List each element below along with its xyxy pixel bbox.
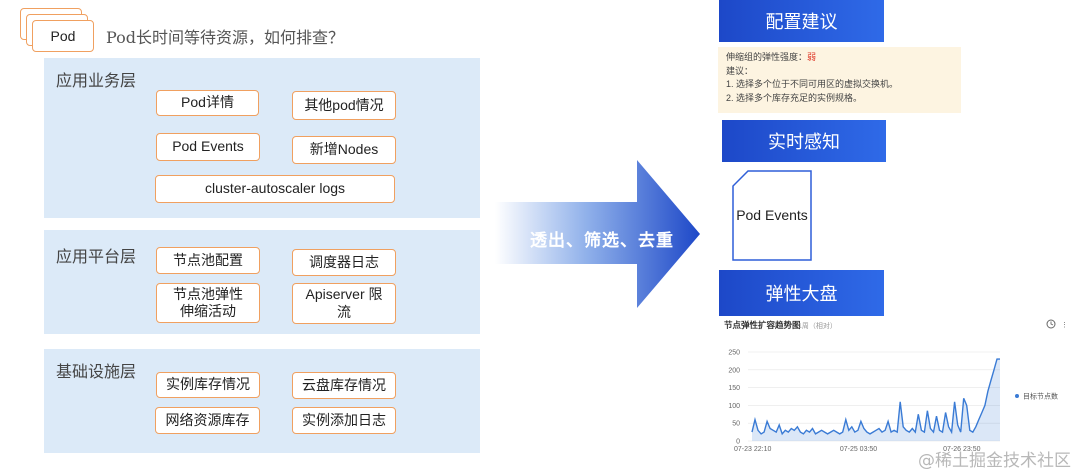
pod-icon-stack: Pod <box>20 8 100 54</box>
x-tick-label: 07-25 03:50 <box>840 446 877 453</box>
tag-network-stock: 网络资源库存 <box>155 407 260 434</box>
layer-title: 应用业务层 <box>56 71 137 90</box>
layer-app-business: 应用业务层 Pod详情 其他pod情况 Pod Events 新增Nodes c… <box>44 58 480 218</box>
tag-pod-events: Pod Events <box>156 133 260 161</box>
more-icon[interactable]: ⋮ <box>1061 322 1068 329</box>
watermark: @稀土掘金技术社区 <box>918 451 1071 471</box>
layer-title: 基础设施层 <box>56 362 137 381</box>
config-banner: 配置建议 <box>719 0 884 42</box>
y-tick-label: 100 <box>728 403 740 410</box>
advice-item: 2. 选择多个库存充足的实例规格。 <box>726 92 863 103</box>
pod-label: Pod <box>32 20 94 52</box>
tag-instance-add-logs: 实例添加日志 <box>292 407 396 434</box>
x-tick-label: 07-26 23:50 <box>943 446 980 453</box>
tag-other-pods: 其他pod情况 <box>292 91 396 120</box>
chart-title: 节点弹性扩容趋势图 <box>724 320 801 330</box>
tag-pod-details: Pod详情 <box>156 90 259 116</box>
tag-scheduler-logs: 调度器日志 <box>292 249 396 276</box>
strength-label: 伸缩组的弹性强度： <box>726 52 808 62</box>
suggestion-box: 伸缩组的弹性强度：弱 建议： 1. 选择多个位于不同可用区的虚拟交换机。 2. … <box>718 47 961 113</box>
tag-apiserver-throttle: Apiserver 限流 <box>292 283 396 324</box>
y-tick-label: 200 <box>728 367 740 374</box>
layer-title: 应用平台层 <box>56 247 137 266</box>
advice-item: 1. 选择多个位于不同可用区的虚拟交换机。 <box>726 79 899 89</box>
legend-label: 目标节点数 <box>1023 392 1058 401</box>
legend-marker <box>1015 394 1019 398</box>
dashboard-banner: 弹性大盘 <box>719 270 884 316</box>
x-tick-label: 07-23 22:10 <box>734 446 771 453</box>
y-tick-label: 0 <box>736 439 740 446</box>
realtime-banner: 实时感知 <box>722 120 886 162</box>
tag-nodepool-scaling-activity: 节点池弹性伸缩活动 <box>156 283 260 323</box>
y-tick-label: 250 <box>728 350 740 357</box>
question-title: Pod长时间等待资源，如何排查？ <box>106 28 344 47</box>
tag-instance-stock: 实例库存情况 <box>156 372 260 398</box>
series-line <box>751 358 1000 436</box>
tag-cluster-autoscaler-logs: cluster-autoscaler logs <box>155 175 395 203</box>
y-tick-label: 150 <box>728 385 740 392</box>
layer-infrastructure: 基础设施层 实例库存情况 云盘库存情况 网络资源库存 实例添加日志 <box>44 349 480 453</box>
strength-value: 弱 <box>807 52 817 62</box>
scaling-trend-chart: 节点弹性扩容趋势图 1周（相对） ⋮ 250 200 150 100 50 0 07-23… <box>724 319 1068 453</box>
tag-new-nodes: 新增Nodes <box>292 136 396 164</box>
document-icon <box>732 170 812 261</box>
advice-title: 建议： <box>726 65 754 76</box>
flow-arrow <box>495 160 700 308</box>
strength-line: 伸缩组的弹性强度：弱 <box>726 51 953 65</box>
y-tick-label: 50 <box>732 421 740 428</box>
layer-app-platform: 应用平台层 节点池配置 调度器日志 节点池弹性伸缩活动 Apiserver 限流 <box>44 230 480 334</box>
history-icon[interactable] <box>1046 319 1056 329</box>
tag-disk-stock: 云盘库存情况 <box>292 372 396 399</box>
series-area <box>752 359 1000 441</box>
arrow-label: 透出、筛选、去重 <box>530 231 674 250</box>
tag-nodepool-config: 节点池配置 <box>156 247 260 274</box>
chart-subtitle: 1周（相对） <box>798 321 837 330</box>
doc-label: Pod Events <box>736 207 808 223</box>
